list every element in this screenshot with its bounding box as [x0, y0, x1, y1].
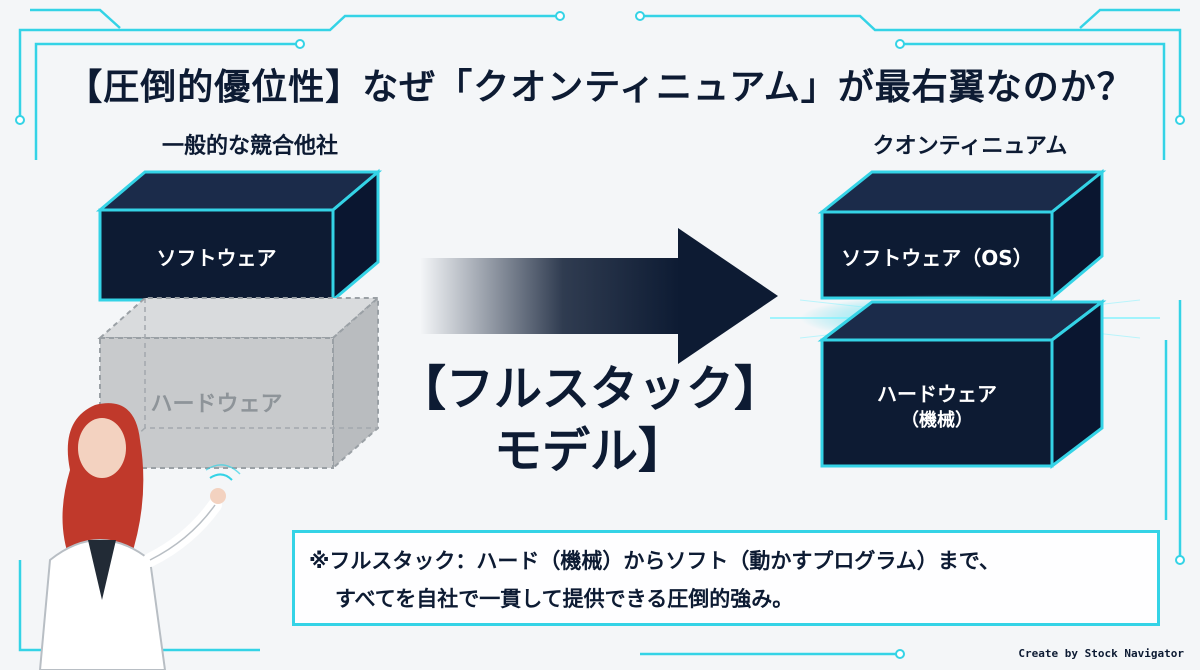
note-line-1: ※フルスタック：ハード（機械）からソフト（動かすプログラム）まで、: [309, 549, 1000, 573]
page-title: 【圧倒的優位性】なぜ「クオンティニュアム」が最右翼なのか？: [66, 67, 1134, 108]
circuit-nodes: [15, 11, 1185, 659]
right-hardware-label: ハードウェア: [877, 382, 997, 406]
full-stack-line-1: 【フルスタック】: [397, 361, 782, 417]
competitor-heading: 一般的な競合他社: [161, 134, 338, 159]
right-hardware-sublabel: （機械）: [901, 410, 973, 431]
note-line-2: すべてを自社で一貫して提供できる圧倒的強み。: [335, 587, 794, 611]
left-hardware-block: [97, 295, 381, 471]
presenter-avatar: [38, 403, 241, 670]
circuit-frame: [18, 8, 1182, 656]
right-hardware-block: [817, 298, 1107, 470]
definition-note: ※フルスタック：ハード（機械）からソフト（動かすプログラム）まで、 すべてを自社…: [292, 530, 1160, 626]
left-software-label: ソフトウェア: [156, 246, 277, 270]
full-stack-line-2: モデル】: [493, 423, 686, 479]
credit-text: Create by Stock Navigator: [1018, 647, 1184, 660]
transition-arrow: [420, 228, 778, 364]
right-software-label: ソフトウェア（OS）: [841, 246, 1033, 270]
quantinuum-heading: クオンティニュアム: [872, 134, 1068, 159]
right-software-block: [817, 168, 1107, 302]
full-stack-model-label: 【フルスタック】 モデル】: [390, 358, 790, 482]
left-software-block: [95, 168, 383, 304]
left-hardware-label: ハードウェア: [150, 392, 283, 417]
